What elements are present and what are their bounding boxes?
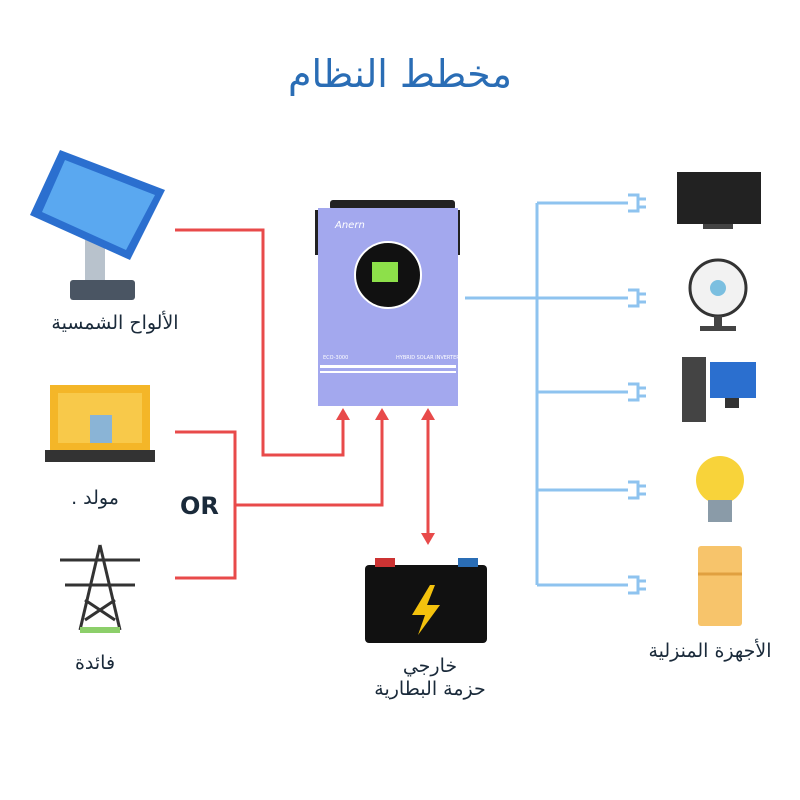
inverter-icon: [315, 200, 460, 406]
arrow-icon: [421, 408, 435, 420]
arrow-icon: [336, 408, 350, 420]
tv-icon: [677, 172, 761, 229]
battery-label-line1: خارجي: [402, 655, 458, 677]
grid-label: فائدة: [74, 652, 116, 674]
solar-panel-icon: [30, 150, 165, 300]
battery-icon: [365, 558, 487, 643]
appliances-label: الأجهزة المنزلية: [648, 640, 772, 662]
computer-icon: [682, 357, 756, 422]
or-label: OR: [180, 492, 219, 520]
light-bulb-icon: [696, 456, 744, 522]
battery-label-line2: حزمة البطارية: [374, 678, 486, 700]
solar-line: [175, 228, 345, 457]
generator-label: مولد .: [71, 487, 119, 509]
load-line: [465, 201, 628, 587]
refrigerator-icon: [698, 546, 742, 626]
inverter-brand: Anern: [335, 220, 365, 231]
grid-generator-line: [235, 420, 384, 507]
generator-icon: [45, 385, 155, 462]
fan-icon: [688, 258, 748, 331]
arrow-icon: [421, 533, 435, 545]
power-pylon-icon: [60, 544, 140, 633]
arrow-icon: [375, 408, 389, 420]
inverter-model: ECO-3000: [323, 355, 349, 361]
inverter-name: HYBRID SOLAR INVERTER: [396, 355, 460, 361]
solar-label: الألواح الشمسية: [51, 312, 179, 334]
page-title: مخطط النظام: [287, 52, 513, 96]
plug-icons: [628, 193, 646, 595]
